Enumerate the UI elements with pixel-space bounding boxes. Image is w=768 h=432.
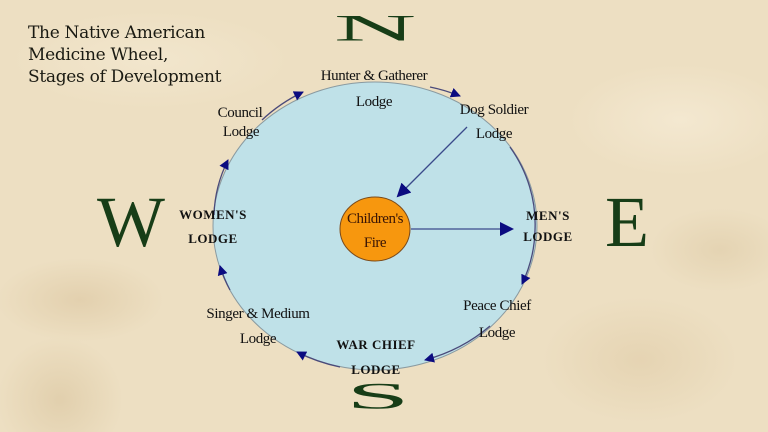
childrens-fire-line-2: Fire [364,235,387,251]
svg-text:Peace Chief: Peace Chief [463,298,531,314]
svg-text:Council: Council [218,105,263,121]
svg-text:Hunter & Gatherer: Hunter & Gatherer [321,68,428,84]
compass-south: S [346,376,409,417]
svg-text:LODGE: LODGE [351,362,400,377]
svg-text:Lodge: Lodge [356,94,393,110]
childrens-fire-line-1: Children's [347,211,404,227]
title-line-2: Medicine Wheel, [28,45,169,65]
lodge-singer-medium: Singer & Medium Lodge [206,306,310,347]
compass-west: W [97,182,165,262]
svg-text:Singer & Medium: Singer & Medium [206,306,310,322]
compass-east: E [605,182,649,262]
lodge-peace-chief: Peace Chief Lodge [463,298,531,341]
svg-text:Lodge: Lodge [223,124,260,140]
lodge-war-chief: WAR CHIEF LODGE [336,337,415,377]
svg-text:LODGE: LODGE [188,231,237,246]
childrens-fire-node: Children's Fire [339,196,411,262]
diagram-title: The Native American Medicine Wheel, Stag… [28,22,221,88]
svg-text:Lodge: Lodge [479,325,516,341]
compass-north: N [334,8,416,49]
lodge-council: Council Lodge [218,105,263,140]
title-line-3: Stages of Development [28,67,222,87]
svg-text:MEN'S: MEN'S [526,208,570,223]
svg-text:Lodge: Lodge [476,126,513,142]
svg-text:WAR CHIEF: WAR CHIEF [336,337,415,352]
svg-text:LODGE: LODGE [523,229,572,244]
arrow-dog-soldier-to-fire [396,126,468,198]
lodge-mens: MEN'S LODGE [523,208,572,244]
title-line-1: The Native American [28,23,206,43]
rim-arrows [213,86,536,368]
lodge-hunter-gatherer: Hunter & Gatherer Lodge [321,68,428,110]
svg-text:Lodge: Lodge [240,331,277,347]
lodge-womens: WOMEN'S LODGE [179,207,247,246]
svg-text:S: S [346,376,409,417]
svg-text:N: N [334,8,416,49]
svg-text:Dog Soldier: Dog Soldier [460,102,529,118]
lodge-dog-soldier: Dog Soldier Lodge [460,102,529,142]
svg-text:WOMEN'S: WOMEN'S [179,207,247,222]
